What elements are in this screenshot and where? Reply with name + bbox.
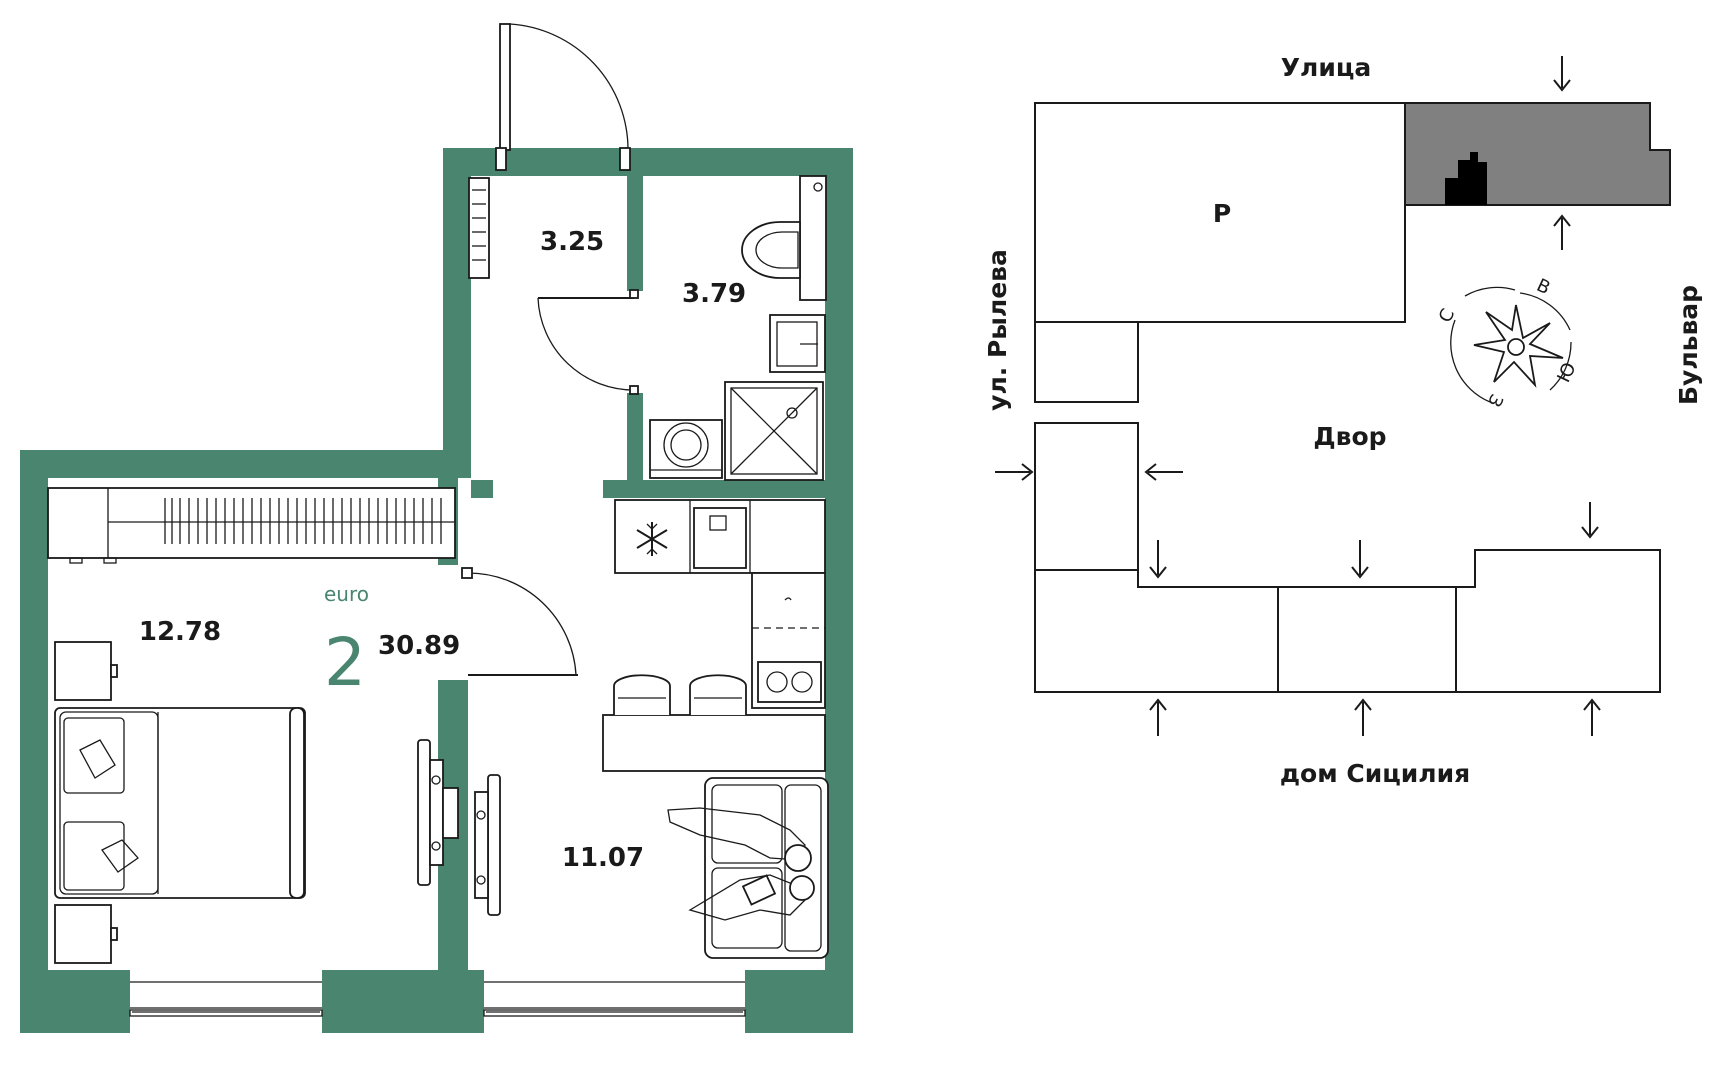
shower-cabin [724, 381, 824, 481]
bedroom-window [129, 981, 323, 1017]
bar-table-with-stools [602, 674, 826, 772]
nightstand-top [54, 641, 118, 701]
compass-north: С [1435, 306, 1459, 326]
residential-complex [1034, 422, 1661, 693]
bathroom-door[interactable] [537, 289, 639, 395]
bathroom-area: 3.79 [682, 279, 746, 309]
apartment-floor-plan: 3.25 3.79 12.78 11.07 euro 2 30.89 [20, 23, 853, 1033]
snowflake-icon [636, 522, 668, 556]
tv-unit-bedroom [417, 739, 459, 886]
kitchen-living-area: 11.07 [562, 843, 644, 873]
parking-building: Р [1034, 102, 1406, 403]
parking-label: Р [1213, 199, 1231, 228]
kitchen-counter [614, 499, 826, 709]
bedroom-area: 12.78 [139, 617, 221, 647]
room-count: 2 [324, 624, 366, 701]
apartment-type-label: euro [324, 582, 369, 606]
courtyard-label: Двор [1313, 422, 1386, 451]
tv-unit-kitchen [474, 774, 501, 916]
washbasin [769, 314, 826, 373]
living-room-door[interactable] [461, 567, 578, 676]
hallway-radiator [468, 177, 490, 279]
entrance-arrow-icon [995, 56, 1601, 736]
kitchen-window [483, 981, 746, 1017]
entry-door[interactable] [495, 23, 631, 171]
compass-icon: С В Ю З [1435, 275, 1581, 410]
exterior-walls [20, 148, 853, 1033]
building-bottom-label: дом Сицилия [1280, 759, 1470, 788]
sofa-with-people [667, 777, 829, 959]
washing-machine [649, 419, 723, 479]
compass-east: В [1533, 275, 1553, 299]
double-bed [54, 707, 306, 899]
site-plan: Улица Р ул. Рылева Бульвар С В Ю З Двор [983, 53, 1703, 788]
compass-west: З [1483, 391, 1507, 410]
street-left-label: ул. Рылева [983, 249, 1012, 411]
total-area: 30.89 [378, 631, 460, 661]
current-building-highlight [1404, 102, 1671, 206]
bedroom-wardrobe [47, 487, 456, 564]
nightstand-bottom [54, 904, 118, 964]
hallway-area: 3.25 [540, 227, 604, 257]
toilet [741, 175, 827, 301]
street-right-label: Бульвар [1674, 285, 1703, 405]
street-top-label: Улица [1281, 53, 1372, 82]
